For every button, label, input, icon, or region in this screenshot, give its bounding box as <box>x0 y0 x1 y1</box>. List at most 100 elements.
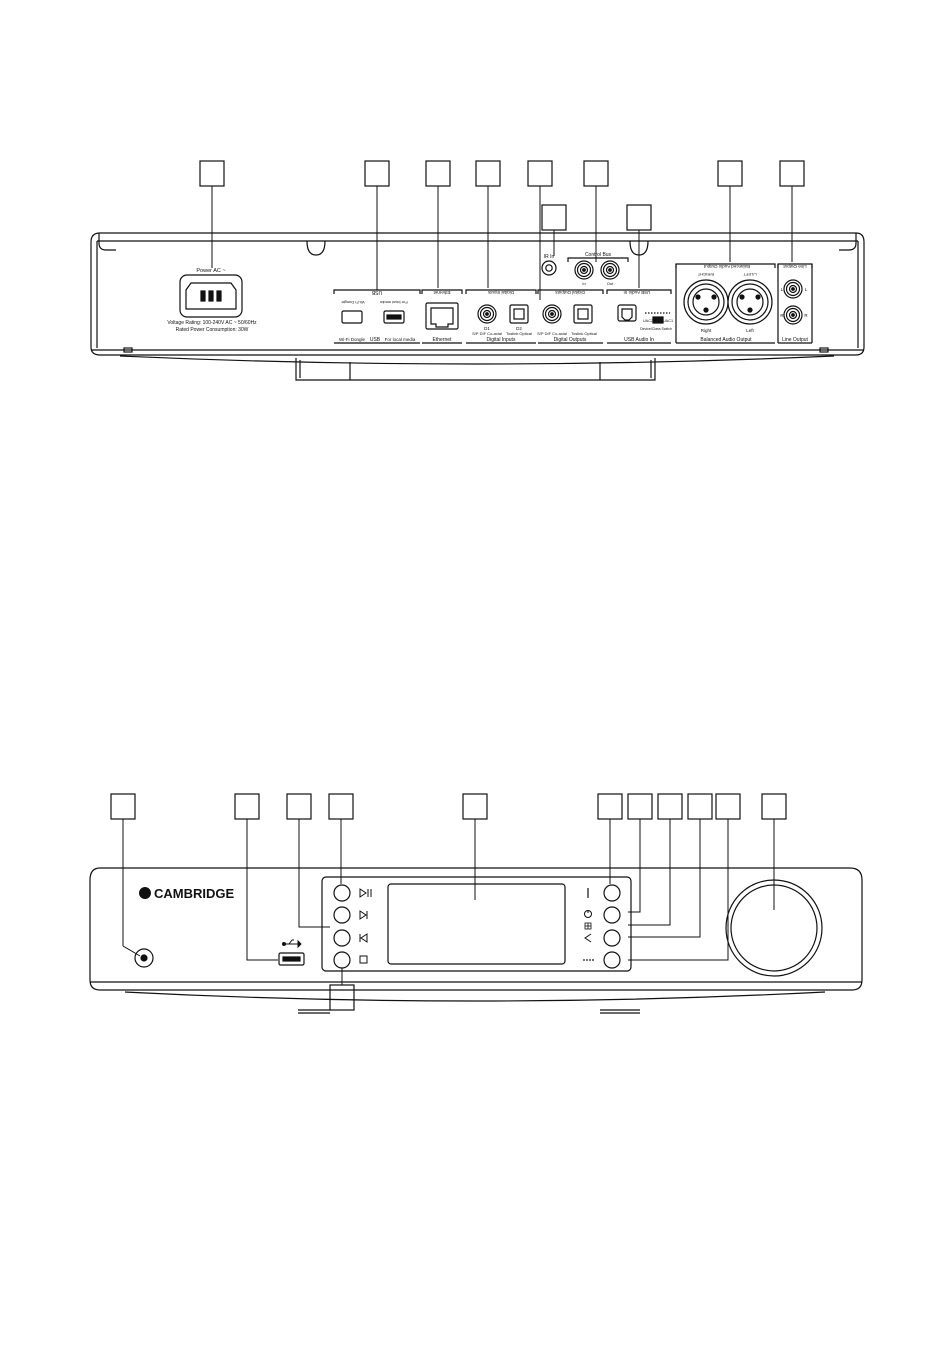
digital-output-spdif[interactable] <box>542 304 562 324</box>
balanced-label: Balanced Audio Output <box>700 337 752 343</box>
digital-outputs-label: Digital Outputs <box>554 337 587 343</box>
balanced-left-top-label: L/LEFT <box>743 272 757 277</box>
digital-inputs-group <box>465 289 537 344</box>
usb-switch-right-label: UAC1 <box>663 319 673 323</box>
control-bus-in[interactable] <box>574 260 594 280</box>
usb-storage-label: For local media <box>385 337 416 342</box>
voltage-rating: Voltage Rating: 100-240V AC ~ 50/60Hz <box>167 320 257 326</box>
ethernet-port[interactable] <box>425 302 459 330</box>
callout-box-digital-outputs <box>527 160 553 187</box>
balanced-top-label: Balanced Audio Output <box>703 264 750 269</box>
skip-back-button[interactable] <box>333 929 351 947</box>
callout-box-info <box>597 793 623 820</box>
line-output-r-label-right: R <box>804 313 808 318</box>
balanced-output-left[interactable] <box>727 279 773 325</box>
usb-symbol-icon <box>282 939 302 949</box>
usb-wifi-top-label: Wi-Fi Dongle <box>341 300 365 305</box>
line-output-label: Line Output <box>782 337 808 343</box>
usb-audio-top-label: USB Audio In <box>623 290 650 295</box>
stop-button[interactable] <box>333 951 351 969</box>
callout-box-more <box>715 793 741 820</box>
usb-wifi-port[interactable] <box>341 310 363 324</box>
front-labels: CAMBRIDGE <box>154 886 234 901</box>
usb-storage-top-label: For local media <box>380 300 408 305</box>
usb-storage-port[interactable] <box>383 310 405 324</box>
callout-box-rotary <box>761 793 787 820</box>
digital-inputs-top-label: Digital Inputs <box>487 290 514 295</box>
power-consumption: Rated Power Consumption: 30W <box>176 327 249 333</box>
callout-box-presets <box>657 793 683 820</box>
usb-switch-caption: Device/Class Switch <box>640 327 672 331</box>
brand-logo: CAMBRIDGE <box>154 886 234 901</box>
usb-audio-label: USB Audio In <box>624 337 654 343</box>
callout-box-back <box>687 793 713 820</box>
usb-audio-port[interactable] <box>617 304 637 322</box>
callout-box-usb-audio <box>626 204 652 231</box>
ethernet-label: Ethernet <box>433 337 453 343</box>
line-output-left[interactable] <box>783 279 803 299</box>
callout-box-line-output <box>779 160 805 187</box>
digital-output-toslink[interactable] <box>573 304 593 324</box>
balanced-right-top-label: R/RIGHT <box>697 272 714 277</box>
back-icon <box>584 933 592 943</box>
power-inlet[interactable] <box>179 274 243 318</box>
front-panel <box>89 793 863 1014</box>
toslink-in-label: Toslink Optical <box>506 331 532 336</box>
spdif-out-label: S/P DIF Co-axial <box>537 331 567 336</box>
digital-outputs-top-label: Digital Outputs <box>554 290 584 295</box>
ir-in-jack[interactable] <box>541 260 557 276</box>
ethernet-top-label: Ethernet <box>433 290 451 295</box>
digital-input-spdif[interactable] <box>477 304 497 324</box>
callout-box-stop <box>329 984 355 1011</box>
rear-labels: Power AC ~ Voltage Rating: 100-240V AC ~… <box>167 252 808 343</box>
callout-box-control-bus <box>583 160 609 187</box>
play-pause-button[interactable] <box>333 884 351 902</box>
balanced-right-label: Right <box>701 328 712 333</box>
callout-box-front-usb <box>234 793 260 820</box>
callout-box-ir-in <box>541 204 567 231</box>
line-output-l-label-right: L <box>805 287 808 292</box>
callout-box-usb <box>364 160 390 187</box>
callout-box-home <box>627 793 653 820</box>
control-bus-out-label: Out <box>607 281 614 286</box>
skip-forward-icon <box>359 910 368 920</box>
callout-box-digital-inputs <box>475 160 501 187</box>
usb-class-switch[interactable] <box>652 316 664 324</box>
callout-box-power <box>199 160 225 187</box>
standby-button[interactable] <box>134 948 154 968</box>
back-button[interactable] <box>603 929 621 947</box>
control-panel <box>321 876 632 972</box>
rear-panel <box>90 160 865 381</box>
balanced-output-group <box>675 263 776 344</box>
control-bus-out[interactable] <box>600 260 620 280</box>
usb-switch-left-label: UAC2 <box>643 319 653 323</box>
front-display <box>387 883 566 965</box>
digital-inputs-label: Digital Inputs <box>487 337 516 343</box>
more-button[interactable] <box>603 951 621 969</box>
stop-icon <box>359 955 368 964</box>
front-usb-port[interactable] <box>278 952 305 966</box>
home-button[interactable] <box>603 906 621 924</box>
line-output-l-label: L <box>781 287 784 292</box>
power-label: Power AC ~ <box>196 268 225 274</box>
usb-wifi-label: Wi-Fi Dongle <box>339 337 366 342</box>
usb-group-title: USB <box>371 289 382 295</box>
line-output-right[interactable] <box>783 305 803 325</box>
line-output-group <box>777 263 813 344</box>
more-icon <box>583 959 594 961</box>
skip-forward-button[interactable] <box>333 906 351 924</box>
cambridge-logo-icon <box>139 887 151 899</box>
control-bus-label: Control Bus <box>585 252 612 258</box>
info-button[interactable] <box>603 884 621 902</box>
toslink-out-label: Toslink Optical <box>571 331 597 336</box>
usb-audio-group <box>606 289 672 344</box>
balanced-output-right[interactable] <box>683 279 729 325</box>
digital-input-toslink[interactable] <box>509 304 529 324</box>
callout-box-play-pause <box>328 793 354 820</box>
callout-box-standby <box>110 793 136 820</box>
rotary-dial[interactable] <box>725 879 823 977</box>
play-pause-icon <box>359 888 372 898</box>
callout-box-skip <box>286 793 312 820</box>
d2-label: D2 <box>516 326 522 331</box>
